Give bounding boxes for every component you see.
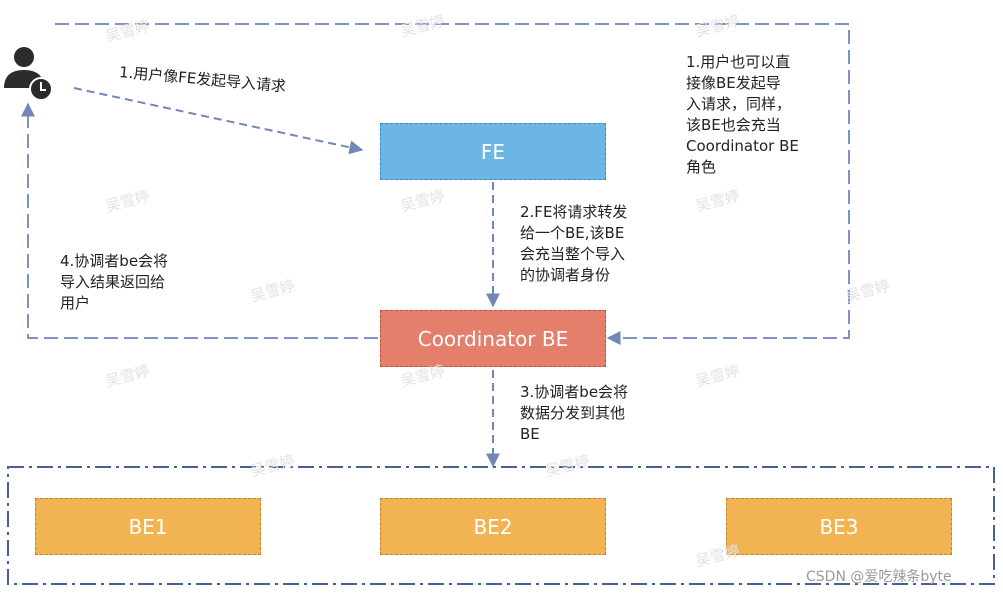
be-group-border	[7, 466, 995, 585]
step4-label: 4.协调者be会将 导入结果返回给 用户	[60, 252, 169, 312]
be1-node: BE1	[35, 498, 261, 555]
direct-to-be-loop-line	[55, 23, 850, 345]
be2-node: BE2	[380, 498, 606, 555]
be3-node: BE3	[726, 498, 952, 555]
step3-label: 3.协调者be会将 数据分发到其他 BE	[520, 383, 629, 443]
user-clock-icon	[4, 47, 53, 101]
footer-attribution: CSDN @爱吃辣条byte	[806, 569, 952, 585]
step2-label: 2.FE将请求转发 给一个BE,该BE 会充当整个导入 的协调者身份	[520, 203, 628, 284]
user-to-fe-arrow	[73, 87, 364, 155]
step1-alt-label: 1.用户也可以直 接像BE发起导 入请求，同样， 该BE也会充当 Coordin…	[686, 53, 799, 176]
coordinator-be-node: Coordinator BE	[380, 310, 606, 367]
fe-node: FE	[380, 123, 606, 180]
coordinator-to-user-return-line	[21, 102, 378, 339]
